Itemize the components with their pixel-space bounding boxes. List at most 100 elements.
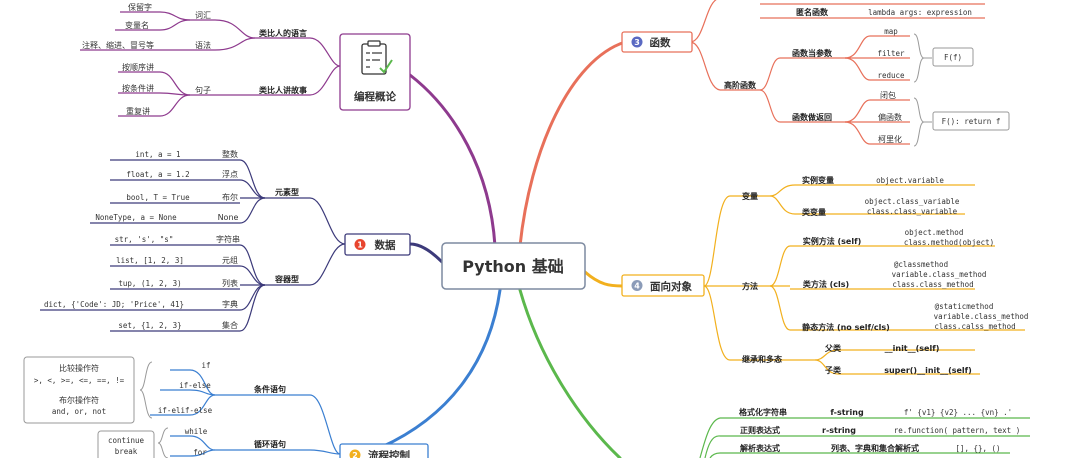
more-section [699, 417, 1030, 458]
functions-badge [631, 36, 643, 48]
data-row-code: str, 's', "s" [115, 235, 174, 244]
functions-fret-box [932, 111, 1010, 131]
concepts-reserved: 保留字 [128, 2, 152, 12]
flow-node[interactable] [339, 443, 429, 458]
functions-badge-number: 3 [634, 38, 640, 47]
data-row-type: None [218, 213, 239, 222]
oop-static-code: variable.class_method [934, 312, 1029, 321]
functions-label: 函数 [650, 36, 671, 49]
concepts-section [80, 11, 341, 117]
oop-inst-method-code: class.method(object) [904, 238, 994, 247]
flow-bool-ops: and, or, not [52, 407, 106, 416]
functions-node[interactable] [621, 31, 693, 53]
functions-filter: filter [877, 49, 905, 58]
oop-cls-var: 类变量 [802, 207, 826, 217]
oop-cls-var-code: object.class_variable [865, 197, 960, 206]
more-fstring: f-string [830, 408, 864, 417]
oop-inst-method-code: object.method [905, 228, 964, 237]
flow-continue: continue [108, 436, 145, 445]
more-regex-code: re.function( pattern, text ) [894, 426, 1020, 435]
more-parse: 解析表达式 [740, 443, 780, 453]
flow-while: while [185, 427, 208, 436]
oop-section [703, 184, 1025, 375]
flow-loop-stmt: 循环语句 [253, 439, 286, 449]
oop-label: 面向对象 [650, 280, 692, 293]
flow-brackets [139, 361, 169, 458]
oop-badge [631, 280, 643, 291]
functions-as-return: 函数做返回 [792, 112, 832, 122]
flow-bool-title: 布尔操作符 [59, 395, 99, 405]
oop-cls-method-code: @classmethod [894, 260, 948, 269]
data-badge [354, 239, 366, 250]
concepts-label: 编程概论 [354, 90, 396, 103]
concepts-syntax-items: 注释、缩进、冒号等 [82, 40, 154, 50]
flow-badge-number: 2 [352, 451, 358, 458]
more-parse-desc: 列表、字典和集合解析式 [831, 443, 919, 453]
functions-ff: F(f) [944, 53, 962, 62]
concepts-story: 类比人讲故事 [259, 85, 307, 95]
data-row-type: 元组 [222, 255, 238, 265]
data-label: 数据 [374, 239, 396, 252]
data-row-type: 浮点 [222, 169, 238, 179]
oop-cls-method-code: variable.class_method [892, 270, 987, 279]
oop-static-code: class.calss_method [934, 322, 1015, 331]
flow-jump-box [97, 430, 155, 458]
functions-reduce: reduce [877, 71, 905, 80]
center-title: Python 基础 [462, 257, 563, 276]
functions-lambda: lambda args: expression [868, 8, 972, 17]
functions-ff-box [932, 47, 974, 67]
oop-cls-method: 类方法 (cls) [803, 279, 849, 289]
data-row-type: 字符串 [216, 234, 240, 244]
concepts-grammar: 语法 [195, 40, 211, 50]
functions-map: map [884, 27, 898, 36]
data-row-code: set, {1, 2, 3} [118, 321, 181, 330]
data-row-code: int, a = 1 [135, 150, 180, 159]
flow-cmp-ops: >, <, >=, <=, ==, != [34, 376, 125, 385]
functions-brackets [913, 33, 932, 147]
data-section [40, 159, 346, 332]
functions-higher: 高阶函数 [724, 80, 757, 90]
oop-static-code: @staticmethod [935, 302, 994, 311]
flow-label: 流程控制 [368, 449, 410, 458]
more-parse-code: [], {}, () [955, 444, 1000, 453]
oop-child-code: super()__init__(self) [884, 366, 972, 375]
functions-fret: F(): return f [942, 117, 1001, 126]
functions-as-param: 函数当参数 [792, 48, 833, 58]
concepts-lang: 类比人的语言 [259, 28, 307, 38]
data-row-code: list, [1, 2, 3] [116, 256, 184, 265]
concepts-cond: 按条件讲 [122, 83, 154, 93]
more-rstring: r-string [822, 426, 856, 435]
flow-cmp-title: 比较操作符 [59, 363, 99, 373]
center-node[interactable] [441, 242, 586, 290]
oop-static-method: 静态方法 (no self/cls) [802, 322, 890, 332]
branch-flow [368, 288, 502, 454]
oop-inst-var: 实例变量 [802, 175, 834, 185]
oop-node[interactable] [621, 274, 705, 297]
concepts-varname: 变量名 [125, 20, 149, 30]
oop-cls-method-code: class.class_method [892, 280, 973, 289]
flow-cond-stmt: 条件语句 [253, 384, 286, 394]
concepts-repeat: 重复讲 [126, 106, 150, 116]
flow-ops-box [23, 356, 135, 424]
more-regex: 正则表达式 [740, 425, 780, 435]
flow-badge [349, 449, 361, 458]
branch-functions [518, 40, 627, 248]
oop-inst-var-code: object.variable [876, 176, 944, 185]
data-rows: int, a = 1 整数 float, a = 1.2 浮点 bool, T … [44, 149, 240, 330]
data-row-code: tup, (1, 2, 3) [118, 279, 181, 288]
data-badge-number: 1 [357, 241, 363, 250]
main-branches [368, 40, 627, 458]
data-row-type: 集合 [222, 320, 238, 330]
functions-anon: 匿名函数 [796, 7, 829, 17]
functions-curry: 柯里化 [878, 134, 902, 144]
data-elem: 元素型 [275, 187, 299, 197]
oop-inherit: 继承和多态 [742, 354, 782, 364]
functions-partial: 偏函数 [878, 112, 902, 122]
functions-closure: 闭包 [880, 90, 896, 100]
branch-oop [583, 270, 624, 288]
oop-inst-method: 实例方法 (self) [803, 236, 862, 246]
functions-section [650, 0, 985, 145]
flow-section [150, 369, 341, 457]
oop-parent: 父类 [824, 343, 841, 353]
oop-method: 方法 [742, 281, 758, 291]
